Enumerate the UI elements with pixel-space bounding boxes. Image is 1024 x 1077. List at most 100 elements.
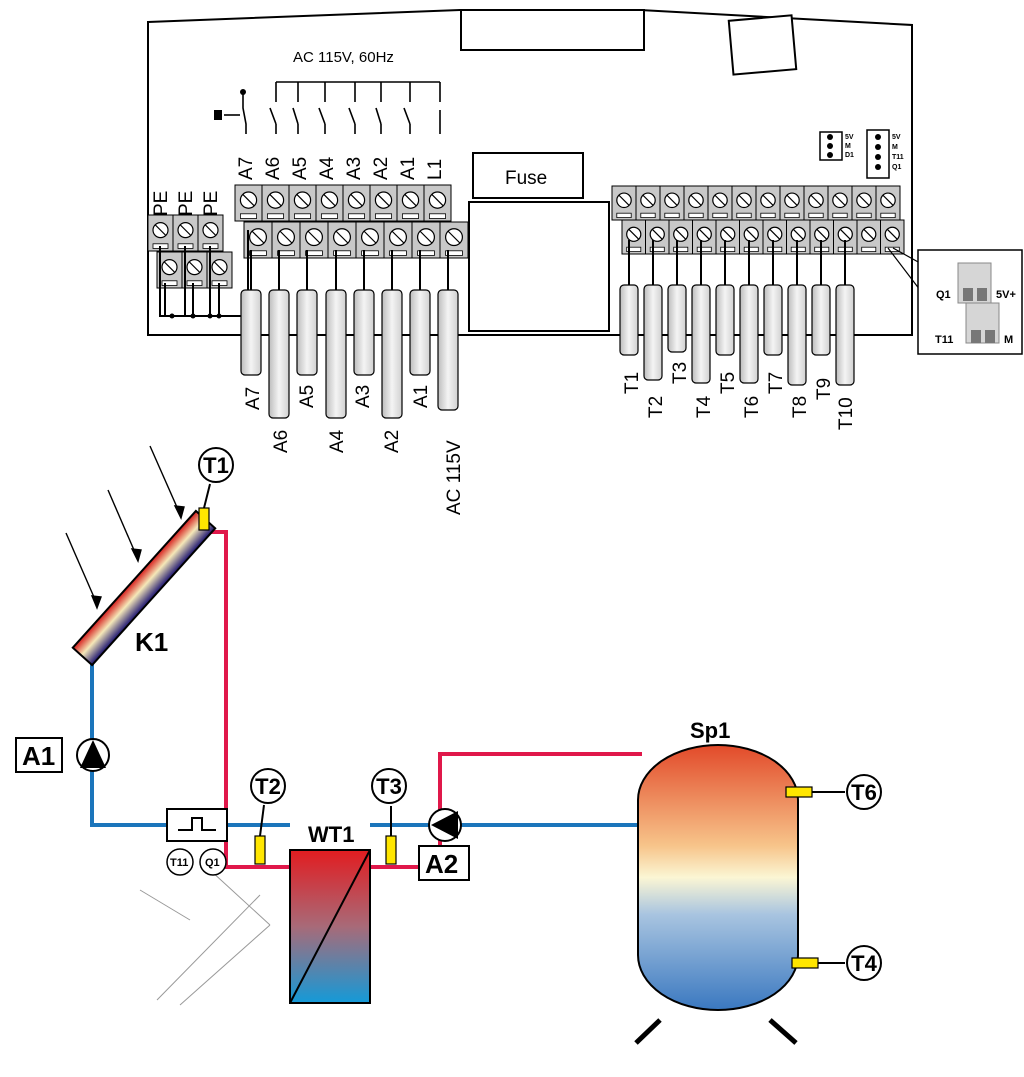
sensor-terminal-upper — [635, 185, 661, 221]
fuse-label: Fuse — [505, 168, 547, 189]
sensor-terminal-lower — [692, 219, 717, 255]
a7-contact — [240, 89, 246, 95]
svg-text:M: M — [1004, 334, 1013, 346]
sensor-cable — [763, 240, 783, 356]
svg-text:A2: A2 — [425, 849, 458, 879]
relay-cable — [353, 250, 375, 376]
cable-label: A6 — [271, 430, 292, 453]
cable-label: T4 — [694, 395, 715, 418]
heat-exchanger: WT1 — [289, 822, 371, 1004]
relay-terminal-upper — [315, 184, 344, 222]
pe-terminal-upper — [147, 214, 174, 252]
sensor-label: T4 — [851, 951, 877, 976]
svg-text:D1: D1 — [845, 152, 854, 159]
sun-rays — [65, 445, 185, 610]
sensor-terminal-upper — [803, 185, 829, 221]
relay-terminal-labels: A7 A6 A5 A4 A3 A2 A1 L1 — [236, 156, 446, 180]
terminal-label: A3 — [344, 157, 365, 180]
sensor-terminal-lower — [715, 219, 740, 255]
pe-label: PE — [176, 191, 197, 216]
relay-cable-labels: A7 A6 A5 A4 A3 A2 A1 AC 115V — [243, 385, 465, 515]
housing-button — [727, 14, 798, 76]
cable-label: A2 — [382, 430, 403, 453]
relay-terminal-upper — [342, 184, 371, 222]
connector-a: 5V M D1 — [819, 131, 854, 161]
svg-text:M: M — [892, 144, 898, 151]
svg-text:Q1: Q1 — [892, 164, 901, 171]
fuse: Fuse — [468, 152, 610, 332]
cable-label: T10 — [836, 397, 857, 430]
pe-terminal-upper — [197, 214, 224, 252]
sensor-cable — [835, 240, 855, 386]
collector-label: K1 — [135, 627, 168, 657]
terminal-label: A7 — [236, 157, 257, 180]
relay-terminal-upper — [396, 184, 425, 222]
pump-a1[interactable]: A1 — [15, 737, 110, 773]
cable-label: T1 — [622, 372, 643, 394]
sensor-label: T3 — [376, 774, 402, 799]
sensor-cable-labels: T1 T2 T3 T4 T5 T6 T7 T8 T9 T10 — [622, 362, 857, 430]
terminal-label: A1 — [398, 157, 419, 180]
a7-switch-block — [214, 110, 222, 120]
connector-b: 5V M T11 Q1 — [866, 129, 904, 179]
sensor-t4: T4 — [791, 945, 882, 981]
cable-label: T7 — [766, 372, 787, 394]
sensor-terminal-upper — [755, 185, 781, 221]
pe-terminal-lower — [181, 251, 208, 289]
cable-label: T3 — [670, 362, 691, 384]
relay-terminal-upper — [288, 184, 317, 222]
sensor-terminal-upper — [683, 185, 709, 221]
sensor-terminal-upper — [875, 185, 901, 221]
relay-cable — [325, 250, 347, 419]
sensor-terminal-upper — [827, 185, 853, 221]
sensor-terminal-lower — [645, 219, 670, 255]
relay-cable — [268, 250, 290, 419]
cable-label: T2 — [646, 396, 667, 418]
terminal-label: A6 — [263, 157, 284, 180]
svg-text:T11: T11 — [170, 857, 188, 869]
flow-sensor: T11 Q1 — [139, 808, 271, 1006]
svg-text:T11: T11 — [935, 334, 953, 346]
relay-cable — [240, 250, 262, 376]
pe-label: PE — [151, 191, 172, 216]
sensor-cable — [619, 240, 639, 356]
svg-text:M: M — [845, 143, 851, 150]
terminal-label: A2 — [371, 157, 392, 180]
svg-text:A1: A1 — [22, 741, 55, 771]
sensor-terminal-upper — [659, 185, 685, 221]
sensor-cable — [643, 240, 663, 381]
relay-terminal-upper — [261, 184, 290, 222]
svg-text:5V+: 5V+ — [996, 289, 1016, 301]
pump-a2[interactable]: A2 — [418, 808, 470, 881]
sensor-t6: T6 — [785, 774, 882, 810]
svg-text:Q1: Q1 — [936, 289, 951, 301]
sensor-cable — [667, 240, 687, 353]
sensor-t3: T3 — [371, 768, 407, 865]
sensor-cable — [811, 240, 831, 356]
sensor-terminal-lower — [668, 219, 693, 255]
storage-tank: Sp1 — [634, 718, 799, 1045]
relay-cable — [437, 250, 459, 411]
pe-labels: PE PE PE — [151, 191, 222, 216]
sensor-terminal-lower — [856, 219, 881, 255]
pe-label: PE — [201, 191, 222, 216]
terminal-label: A5 — [290, 157, 311, 180]
cable-label: A4 — [327, 429, 348, 453]
cable-label: T9 — [814, 378, 835, 400]
sensor-cable — [739, 240, 759, 384]
svg-text:T11: T11 — [892, 154, 904, 161]
svg-text:5V: 5V — [845, 134, 854, 141]
svg-text:WT1: WT1 — [308, 822, 354, 847]
sensor-terminal-upper — [731, 185, 757, 221]
relay-cable — [381, 250, 403, 419]
relay-terminal-lower — [439, 221, 469, 259]
cable-label: A5 — [297, 385, 318, 408]
sensor-terminal-upper — [779, 185, 805, 221]
sensor-terminal-upper — [611, 185, 637, 221]
relay-terminal-lower — [299, 221, 329, 259]
cable-label: T6 — [742, 396, 763, 418]
svg-text:Q1: Q1 — [205, 857, 220, 869]
cable-label: A7 — [243, 387, 264, 410]
sensor-terminal-lower — [621, 219, 646, 255]
